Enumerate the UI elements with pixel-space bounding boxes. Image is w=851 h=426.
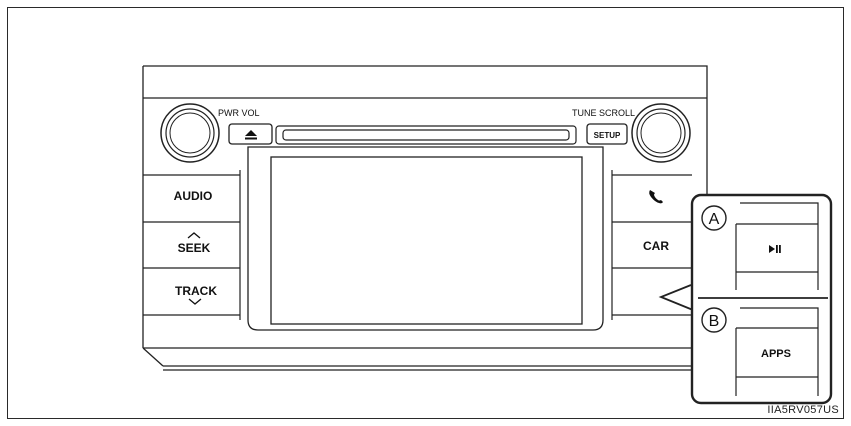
apps-button[interactable]: APPS [761,348,791,360]
callout-b-label: B [709,313,720,330]
callout-a-panel [735,202,819,290]
phone-icon [649,190,663,204]
track-button[interactable]: TRACK [175,284,217,305]
left-button-column [143,170,241,320]
callout-pointer [658,284,694,311]
chevron-up-icon [187,232,201,239]
callout-a-marker: A [701,205,727,231]
eject-button[interactable] [228,123,273,145]
setup-button[interactable]: SETUP [586,123,628,145]
track-label: TRACK [175,284,217,298]
callout-b-marker: B [701,307,727,333]
callout-b-panel [735,307,819,396]
play-pause-icon [769,245,781,253]
display-screen[interactable] [247,146,604,331]
car-button[interactable]: CAR [643,239,669,253]
phone-button[interactable] [649,190,663,204]
setup-label: SETUP [594,131,621,140]
car-label: CAR [643,239,669,253]
tune-scroll-label: TUNE SCROLL [572,108,635,118]
callout-box [690,193,833,405]
right-button-column [611,170,692,320]
audio-button[interactable]: AUDIO [174,189,213,203]
eject-icon [245,130,257,140]
tune-scroll-knob[interactable] [631,103,691,163]
play-pause-button[interactable] [769,245,781,253]
audio-label: AUDIO [174,189,213,203]
apps-label: APPS [761,348,791,360]
chevron-down-icon [188,298,202,305]
figure-frame [7,7,844,419]
callout-a-label: A [709,211,720,228]
figure-code: IIA5RV057US [767,404,839,416]
disc-slot [275,125,577,145]
seek-label: SEEK [178,241,211,255]
pwr-vol-knob[interactable] [160,103,220,163]
pwr-vol-label: PWR VOL [218,108,260,118]
head-unit-bezel [142,65,708,371]
seek-button[interactable]: SEEK [178,232,211,255]
